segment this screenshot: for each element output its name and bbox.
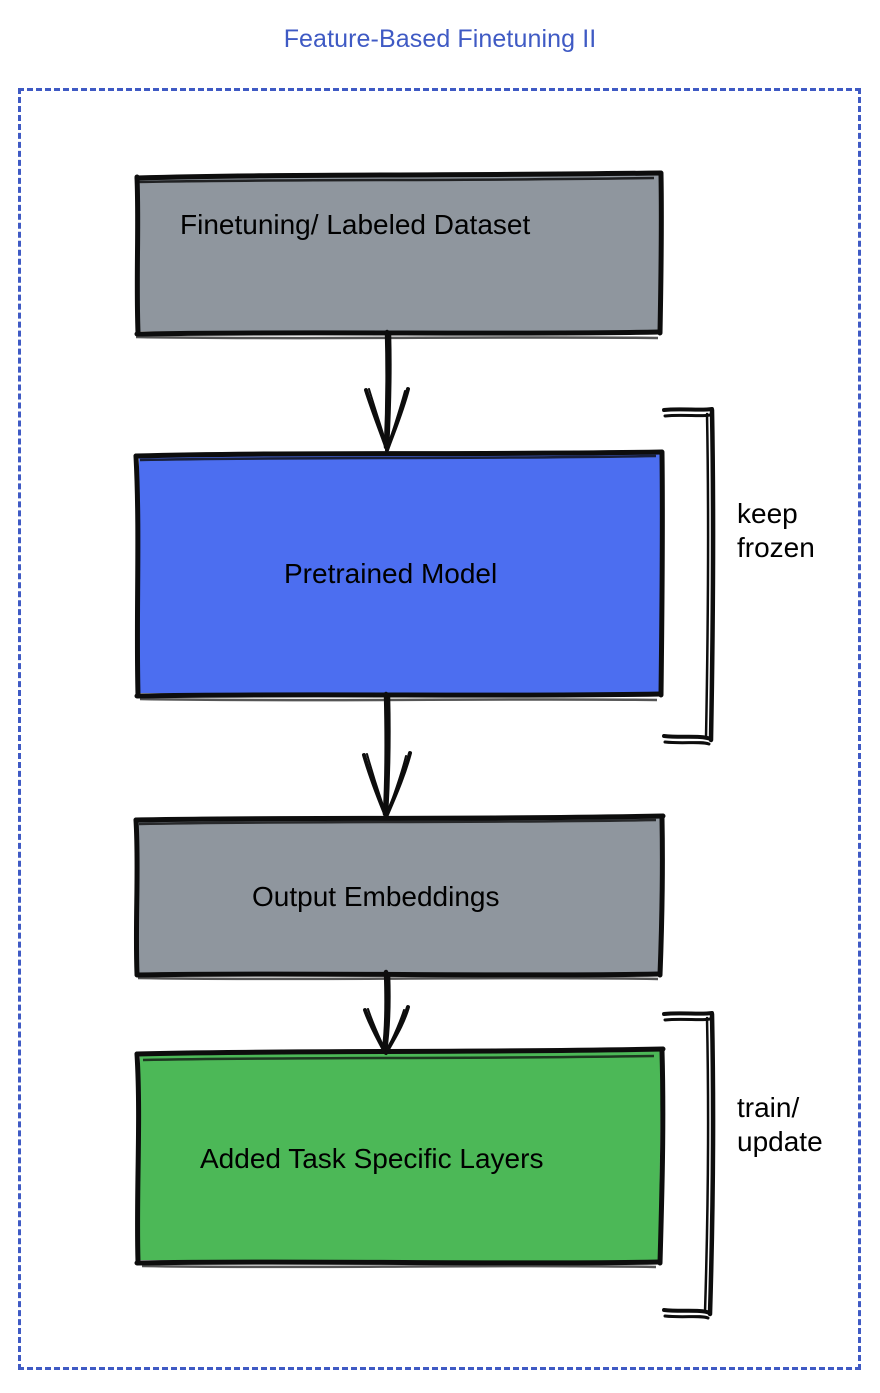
node-added-task-specific-layers[interactable]: Added Task Specific Layers bbox=[134, 1046, 666, 1269]
sketch-rectangle-blue bbox=[133, 449, 665, 702]
bracket-keep-frozen bbox=[662, 407, 716, 746]
bracket-train-update bbox=[662, 1011, 716, 1320]
arrow-dataset-to-pretrained bbox=[364, 329, 410, 452]
diagram-boundary-frame bbox=[18, 88, 861, 1370]
annotation-keep-frozen: keep frozen bbox=[737, 498, 815, 563]
arrow-embeddings-to-layers bbox=[363, 969, 410, 1055]
annotation-train-update: train/ update bbox=[737, 1092, 823, 1157]
node-pretrained-model[interactable]: Pretrained Model bbox=[133, 449, 665, 702]
sketch-rectangle-gray bbox=[134, 170, 664, 340]
arrow-pretrained-to-embeddings bbox=[362, 691, 412, 819]
sketch-rectangle-gray-2 bbox=[133, 813, 666, 981]
node-output-embeddings[interactable]: Output Embeddings bbox=[133, 813, 666, 981]
node-finetuning-labeled-dataset[interactable]: Finetuning/ Labeled Dataset bbox=[134, 170, 664, 340]
sketch-rectangle-green bbox=[134, 1046, 666, 1269]
page-title: Feature-Based Finetuning II bbox=[283, 25, 597, 53]
